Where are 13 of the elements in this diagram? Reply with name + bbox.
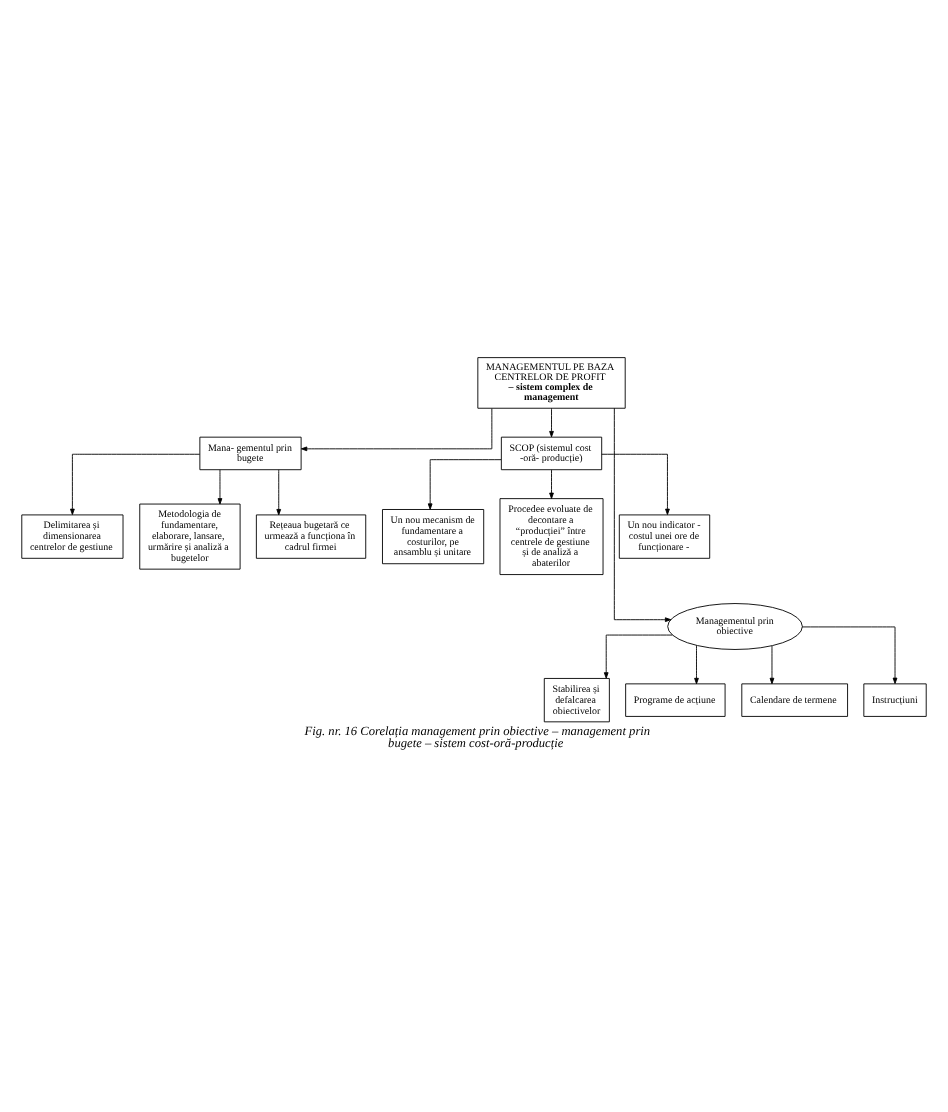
- arrow: [276, 469, 282, 516]
- arrow: [217, 469, 223, 505]
- arrow: [70, 453, 201, 515]
- arrow: [427, 459, 502, 510]
- arrow: [300, 408, 493, 452]
- arrow: [601, 453, 670, 515]
- arrow: [549, 469, 554, 499]
- arrow: [613, 407, 672, 623]
- arrow: [694, 645, 699, 685]
- arrow: [769, 645, 775, 685]
- arrow: [549, 407, 554, 438]
- arrow: [603, 634, 673, 679]
- arrow: [801, 626, 898, 684]
